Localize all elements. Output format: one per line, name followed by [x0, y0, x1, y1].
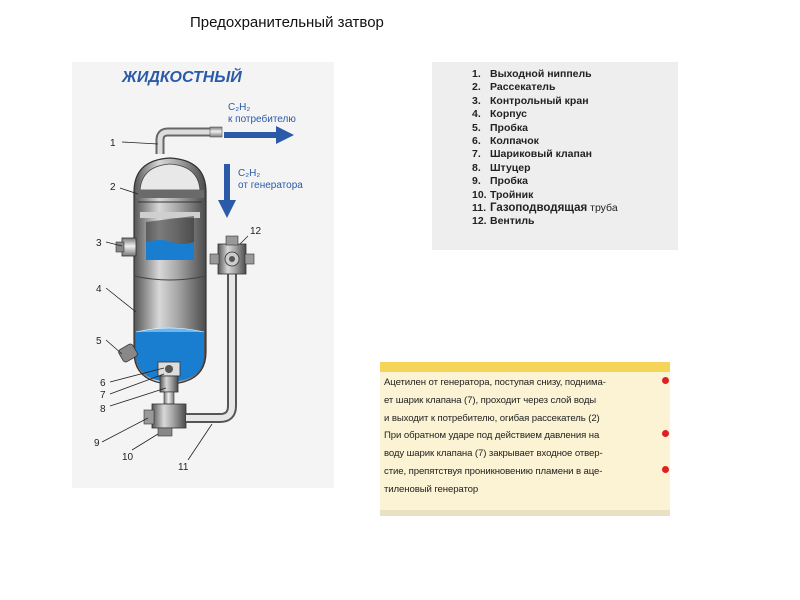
- ball-valve: [157, 361, 181, 405]
- callout-10: 10: [122, 452, 134, 463]
- description-line: При обратном ударе под действием давлени…: [384, 430, 600, 442]
- legend-item: 5.Пробка: [472, 121, 528, 134]
- legend-item: 8.Штуцер: [472, 161, 531, 174]
- callout-3: 3: [96, 238, 102, 249]
- description-panel: Ацетилен от генератора, поступая снизу, …: [380, 362, 670, 516]
- outlet-nipple: [155, 126, 223, 154]
- callout-5: 5: [96, 336, 102, 347]
- description-line: тиленовый генератор: [384, 483, 479, 495]
- legend-item: 12.Вентиль: [472, 215, 535, 228]
- callout-8: 8: [100, 404, 106, 415]
- legend-item: 10.Тройник: [472, 188, 534, 201]
- callout-6: 6: [100, 378, 106, 389]
- callout-11: 11: [178, 462, 189, 473]
- bullet-marker: [662, 377, 669, 384]
- inlet-arrow: [218, 164, 236, 218]
- outlet-gas-label: C₂H₂: [228, 102, 250, 113]
- diagram-heading: ЖИДКОСТНЫЙ: [121, 66, 242, 86]
- vessel-body: [133, 157, 207, 385]
- description-line: стие, препятствуя проникновению пламени …: [384, 465, 603, 477]
- legend-item: 11.Газоподводящая труба: [472, 202, 618, 215]
- callout-9: 9: [94, 438, 100, 449]
- legend-item: 3.Контрольный кран: [472, 94, 589, 107]
- panel-bottom-bar: [380, 510, 670, 516]
- inlet-gas-label: C₂H₂: [238, 168, 260, 179]
- callout-4: 4: [96, 284, 102, 295]
- legend-item: 9.Пробка: [472, 175, 528, 188]
- outlet-text-label: к потребителю: [228, 113, 296, 125]
- tee-fitting: [143, 403, 187, 437]
- callout-1: 1: [110, 138, 116, 149]
- bullet-marker: [662, 430, 669, 437]
- legend-item: 7.Шариковый клапан: [472, 148, 593, 161]
- description-line: и выходит к потребителю, огибая рассекат…: [384, 412, 600, 424]
- callout-7: 7: [100, 390, 106, 401]
- legend-item: 2.Рассекатель: [472, 81, 556, 94]
- callout-2: 2: [110, 182, 116, 193]
- safety-valve-diagram: ЖИДКОСТНЫЙ C₂H₂ к потребителю C₂H₂ от ге…: [72, 62, 334, 488]
- panel-top-bar: [380, 362, 670, 372]
- slide-title: Предохранительный затвор: [190, 14, 384, 31]
- legend-item: 1.Выходной ниппель: [472, 68, 592, 80]
- parts-legend: 1.Выходной ниппель 2.Рассекатель 3.Контр…: [432, 62, 678, 250]
- inlet-text-label: от генератора: [238, 180, 303, 191]
- description-line: воду шарик клапана (7) закрывает входное…: [384, 448, 603, 460]
- callout-12: 12: [250, 226, 262, 237]
- description-line: Ацетилен от генератора, поступая снизу, …: [384, 377, 606, 388]
- description-text: Ацетилен от генератора, поступая снизу, …: [384, 374, 659, 499]
- description-line: ет шарик клапана (7), проходит через сло…: [384, 394, 597, 406]
- bullet-marker: [662, 466, 669, 473]
- control-tap: [115, 237, 137, 257]
- inlet-valve: [209, 235, 255, 275]
- legend-item: 6.Колпачок: [472, 135, 539, 148]
- plug: [118, 343, 138, 363]
- outlet-arrow: [224, 126, 294, 144]
- legend-item: 4.Корпус: [472, 108, 527, 121]
- gas-supply-pipe: [186, 258, 237, 423]
